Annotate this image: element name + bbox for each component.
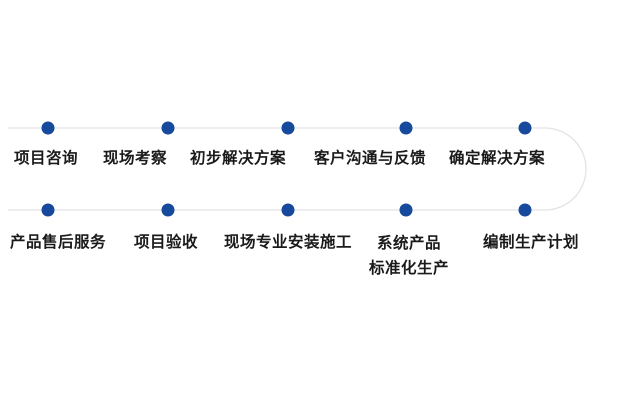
bottom-step-1-dot	[41, 203, 55, 217]
top-step-1-dot	[41, 121, 55, 135]
bottom-step-4-dot	[399, 203, 413, 217]
bottom-step-4-label-line2: 标准化生产	[368, 260, 450, 277]
bottom-step-1-label: 产品售后服务	[10, 234, 107, 251]
bottom-step-5-dot	[518, 203, 532, 217]
bottom-step-2-dot	[161, 203, 175, 217]
top-step-3-label: 初步解决方案	[190, 150, 287, 167]
top-step-3-dot	[281, 121, 295, 135]
bottom-step-3-label: 现场专业安装施工	[224, 234, 353, 251]
bottom-step-2-label: 项目验收	[134, 234, 199, 251]
bottom-step-5-label: 编制生产计划	[483, 234, 580, 251]
bottom-step-3-dot	[281, 203, 295, 217]
top-step-2-label: 现场考察	[103, 150, 168, 167]
serpentine-path	[8, 127, 587, 211]
bottom-step-4-label-line1: 系统产品	[376, 235, 442, 252]
top-step-4-label: 客户沟通与反馈	[314, 150, 427, 167]
top-step-5-dot	[518, 121, 532, 135]
top-step-2-dot	[161, 121, 175, 135]
top-step-5-label: 确定解决方案	[449, 150, 546, 167]
top-step-4-dot	[399, 121, 413, 135]
top-step-1-label: 项目咨询	[14, 150, 79, 167]
bottom-step-4-label: 系统产品 标准化生产	[369, 231, 449, 281]
